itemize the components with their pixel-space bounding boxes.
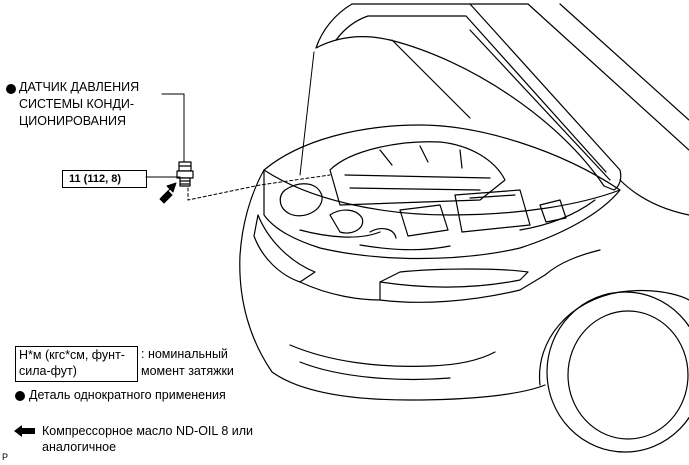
hood-outline	[315, 3, 622, 191]
air-filter-box	[454, 189, 531, 233]
hood-prop-rod	[299, 51, 315, 176]
legend-torque-desc-line-1: : номинальный	[141, 347, 228, 361]
engine-bay-outline	[263, 124, 621, 260]
engine-cover	[329, 141, 506, 206]
fender-top	[619, 179, 689, 216]
legend-oil-line-1: Компрессорное масло ND-OIL 8 или	[42, 424, 254, 438]
legend-torque-units-line-1: Н*м (кгс*см, фунт-	[19, 348, 125, 362]
footer-mark: P	[2, 452, 9, 462]
hood-panel-line	[391, 29, 611, 181]
torque-value-box: 11 (112, 8)	[62, 170, 147, 188]
torque-value: 11 (112, 8)	[69, 173, 121, 185]
windshield-pillar	[469, 3, 689, 151]
pressure-sensor-part	[176, 161, 194, 187]
sensor-label-line-3: ЦИОНИРОВАНИЯ	[19, 114, 127, 128]
grille-upper	[299, 281, 381, 301]
front-body	[239, 169, 546, 401]
sensor-label-line-1: ДАТЧИК ДАВЛЕНИЯ	[19, 80, 140, 94]
hood-inner-edge	[335, 15, 607, 173]
coolant-reservoir	[279, 183, 323, 217]
single-use-bullet-icon	[6, 84, 16, 94]
legend-torque-units-box: Н*м (кгс*см, фунт- сила-фут)	[15, 346, 138, 382]
wheel-tire	[546, 291, 689, 453]
oil-arrow-callout	[161, 182, 177, 198]
headlight-left	[253, 214, 316, 283]
legend-oil-arrow-icon	[14, 425, 35, 437]
wheel-outer	[538, 289, 689, 386]
sensor-label-line-2: СИСТЕМЫ КОНДИ-	[19, 97, 135, 111]
sensor-leader-dashed	[187, 174, 331, 201]
legend-bullet-icon	[15, 391, 25, 401]
legend-oil-line-2: аналогичное	[42, 440, 117, 454]
legend-single-use-text: Деталь однократного применения	[29, 388, 226, 402]
legend-torque-units-line-2: сила-фут)	[19, 364, 77, 378]
legend-torque-desc-line-2: момент затяжки	[141, 364, 234, 378]
wheel-rim	[567, 310, 689, 440]
grille-lower	[289, 344, 496, 381]
label-leader-line	[161, 93, 185, 163]
battery-box	[399, 204, 449, 237]
headlight-right	[379, 268, 529, 288]
